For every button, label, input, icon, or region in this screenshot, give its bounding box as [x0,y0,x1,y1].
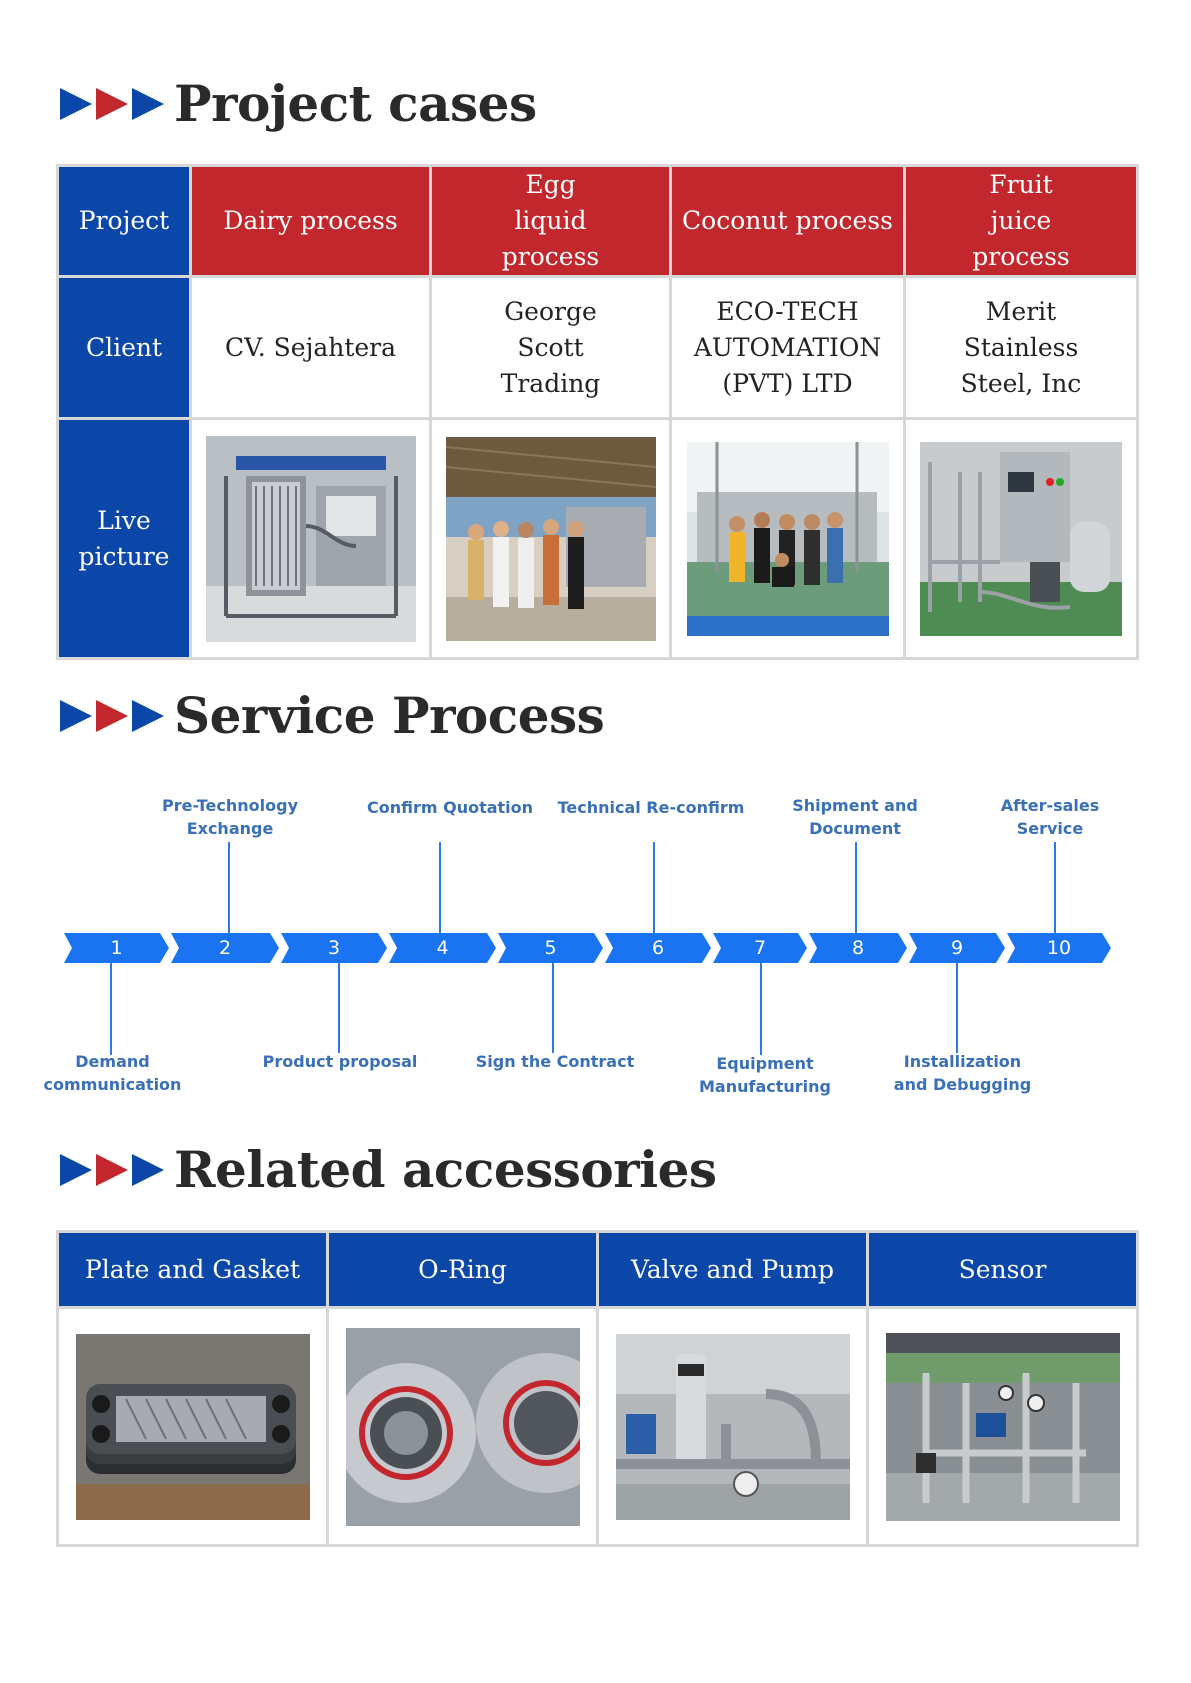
step-chevron: 2 [171,933,279,963]
connector-line [653,842,655,934]
client-name: Merit Stainless Steel, Inc [903,275,1139,420]
connector-line [552,963,554,1053]
step-label: Product proposal [262,1052,418,1071]
step-chevron: 4 [389,933,496,963]
service-process-timeline: Pre-Technology Exchange Confirm Quotatio… [0,780,1191,1120]
step-number: 2 [218,937,232,959]
step-chevron: 3 [281,933,387,963]
step-chevron: 6 [605,933,711,963]
live-picture-cell [429,417,672,660]
triple-arrow-icon [58,84,170,124]
connector-line [228,842,230,934]
live-picture-cell [903,417,1139,660]
step-chevron: 1 [64,933,169,963]
valve-pump-photo [615,1333,850,1520]
triple-arrow-icon [58,1150,170,1190]
connector-line [439,842,441,934]
step-chevron: 10 [1007,933,1111,963]
accessory-name: Plate and Gasket [56,1230,329,1309]
row-label-client: Client [56,275,192,420]
step-label: Confirm Quotation [366,798,534,817]
client-name: George Scott Trading [429,275,672,420]
connector-line [956,963,958,1053]
project-name: Dairy process [189,164,432,278]
project-cases-heading: Project cases [58,74,537,133]
sensor-photo [885,1332,1120,1521]
connector-line [110,963,112,1055]
related-accessories-heading: Related accessories [58,1140,717,1199]
connector-line [855,842,857,934]
section-title: Service Process [174,686,605,745]
step-number: 4 [436,937,449,959]
row-label-live-picture: Live picture [56,417,192,660]
project-name: Coconut process [669,164,906,278]
step-number: 9 [950,937,964,959]
connector-line [1054,842,1056,934]
connector-line [760,963,762,1055]
live-picture-cell [189,417,432,660]
step-number: 8 [851,937,865,959]
accessory-name: Valve and Pump [596,1230,869,1309]
step-chevron: 7 [713,933,807,963]
step-number: 1 [110,937,123,959]
step-label: Installization and Debugging [893,1052,1032,1094]
row-label-project: Project [56,164,192,278]
client-name: CV. Sejahtera [189,275,432,420]
step-number: 5 [544,937,557,959]
accessory-name: O-Ring [326,1230,599,1309]
step-label: Sign the Contract [475,1052,635,1071]
live-picture-cell [669,417,906,660]
triple-arrow-icon [58,696,170,736]
egg-liquid-photo [445,436,656,641]
step-label: Pre-Technology Exchange [161,796,298,838]
accessory-name: Sensor [866,1230,1139,1309]
accessory-picture-cell [326,1306,599,1547]
o-ring-photo [345,1327,580,1526]
section-title: Project cases [174,74,537,133]
accessory-picture-cell [56,1306,329,1547]
step-number: 6 [651,937,665,959]
accessories-table: Plate and Gasket O-Ring Valve and Pump S… [56,1230,1139,1547]
step-label: Technical Re-confirm [557,798,745,817]
accessory-picture-cell [866,1306,1139,1547]
project-cases-table: Project Dairy process Egg liquid process… [56,164,1139,660]
step-label: Demand communication [43,1052,182,1094]
coconut-process-photo [686,441,889,636]
fruit-juice-photo [920,441,1122,636]
project-name: Egg liquid process [429,164,672,278]
step-number: 3 [327,937,341,959]
step-chevron: 9 [909,933,1005,963]
client-name: ECO-TECH AUTOMATION (PVT) LTD [669,275,906,420]
step-chevron: 5 [498,933,603,963]
step-number: 10 [1046,937,1072,959]
connector-line [338,963,340,1053]
step-label: After-sales Service [1000,796,1100,838]
step-chevron: 8 [809,933,907,963]
project-name: Fruit juice process [903,164,1139,278]
accessory-picture-cell [596,1306,869,1547]
step-label: Equipment Manufacturing [699,1054,831,1096]
step-number: 7 [753,937,767,959]
section-title: Related accessories [174,1140,717,1199]
dairy-process-photo [205,435,416,642]
step-label: Shipment and Document [792,796,918,838]
service-process-heading: Service Process [58,686,605,745]
plate-gasket-photo [75,1333,310,1520]
